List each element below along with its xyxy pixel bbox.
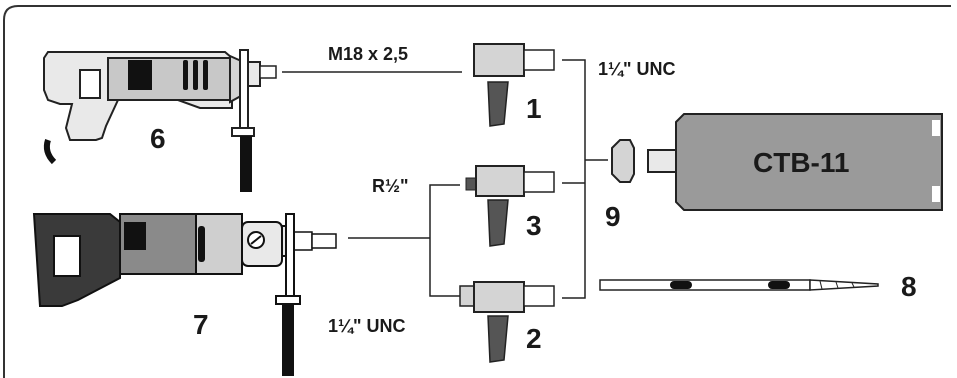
core-bit-label: CTB-11 xyxy=(753,147,849,178)
connection-lines xyxy=(282,59,608,299)
frame-border xyxy=(3,5,951,378)
drill-bit-8-illustration xyxy=(599,279,879,291)
adapter-9-illustration xyxy=(611,139,635,183)
thread-label-m18: M18 x 2,5 xyxy=(328,44,408,64)
part-number-9: 9 xyxy=(605,201,621,232)
adapter-2-illustration xyxy=(459,281,555,363)
thread-label-r-half: R½" xyxy=(372,176,409,196)
drill-6-illustration xyxy=(43,49,277,192)
drill-7-illustration xyxy=(32,213,337,376)
part-number-2: 2 xyxy=(526,323,542,354)
part-number-7: 7 xyxy=(193,309,209,340)
core-bit-ctb-11-illustration xyxy=(647,113,943,211)
part-number-8: 8 xyxy=(901,271,917,302)
adapter-1-illustration xyxy=(473,43,555,127)
adapter-3-illustration xyxy=(465,165,555,247)
thread-label-unc-bottom: 1¼" UNC xyxy=(328,316,406,336)
part-number-1: 1 xyxy=(526,93,542,124)
part-number-6: 6 xyxy=(150,123,166,154)
thread-label-unc-top: 1¼" UNC xyxy=(598,59,676,79)
part-number-3: 3 xyxy=(526,210,542,241)
